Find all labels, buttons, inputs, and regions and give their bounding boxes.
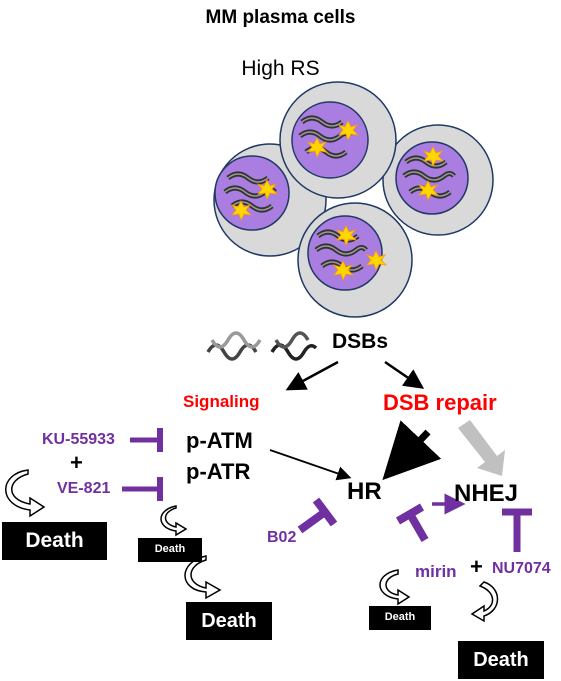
death-label: Death	[25, 529, 84, 552]
plus-sign: +	[470, 554, 483, 579]
death-box: Death	[458, 641, 544, 679]
death-label: Death	[473, 649, 529, 671]
inhibitor-nu7074: NU7074	[492, 560, 551, 577]
cell-top	[279, 81, 397, 199]
death-label: Death	[201, 610, 257, 632]
inhibitor-bars	[122, 428, 532, 552]
hr-label: HR	[347, 478, 382, 505]
plus-sign: +	[70, 450, 83, 475]
patr-label: p-ATR	[186, 459, 251, 484]
dna-break-icon	[206, 331, 318, 361]
damage-star	[332, 260, 355, 282]
curved-arrows	[5, 469, 499, 623]
damage-star	[365, 250, 388, 272]
dsbs-label: DSBs	[332, 330, 389, 353]
cell-bottom	[297, 202, 413, 318]
inhibitor-ku55933: KU-55933	[42, 431, 115, 448]
arrow-dsbs-to-signaling	[285, 360, 339, 391]
nhej-label: NHEJ	[454, 480, 519, 507]
damage-star	[256, 179, 279, 201]
death-box: Death	[369, 606, 431, 630]
inhibitor-b02: B02	[267, 529, 297, 546]
arrow-dsbs-to-repair	[384, 360, 425, 389]
arrow-repair-to-hr	[382, 420, 442, 481]
curve-arrow-2	[160, 505, 188, 537]
damage-star	[417, 180, 440, 202]
curve-arrow-1	[5, 469, 46, 518]
curve-arrow-5	[470, 581, 499, 623]
damage-star	[306, 137, 329, 159]
diagram-title: MM plasma cells	[205, 7, 356, 28]
damage-star	[337, 120, 360, 142]
signaling-label: Signaling	[183, 392, 260, 411]
death-label: Death	[154, 543, 186, 555]
arrow-signaling-to-hr	[269, 449, 352, 481]
curve-arrow-4	[379, 569, 411, 606]
inhibitor-ve821: VE-821	[57, 480, 111, 497]
dsb-repair-label: DSB repair	[383, 390, 497, 415]
inhibit-b02-bar	[312, 497, 338, 527]
death-label: Death	[384, 611, 416, 623]
cell-right	[382, 124, 494, 236]
inhibit-b02-line	[297, 508, 328, 534]
curve-arrow-3	[184, 555, 222, 600]
damage-stars	[230, 120, 445, 282]
inhibit-mirin-bar	[395, 503, 425, 525]
death-box: Death	[2, 522, 107, 560]
damage-star	[422, 146, 445, 168]
arrow-repair-to-nhej	[458, 420, 505, 476]
inhibitor-mirin: mirin	[415, 562, 457, 581]
death-box: Death	[186, 602, 272, 640]
inhibit-mirin-line	[406, 512, 429, 542]
patm-label: p-ATM	[186, 428, 253, 453]
damage-star	[230, 200, 253, 222]
death-box: Death	[138, 538, 202, 562]
damage-star	[335, 225, 358, 247]
cells-label: High RS	[241, 57, 320, 80]
